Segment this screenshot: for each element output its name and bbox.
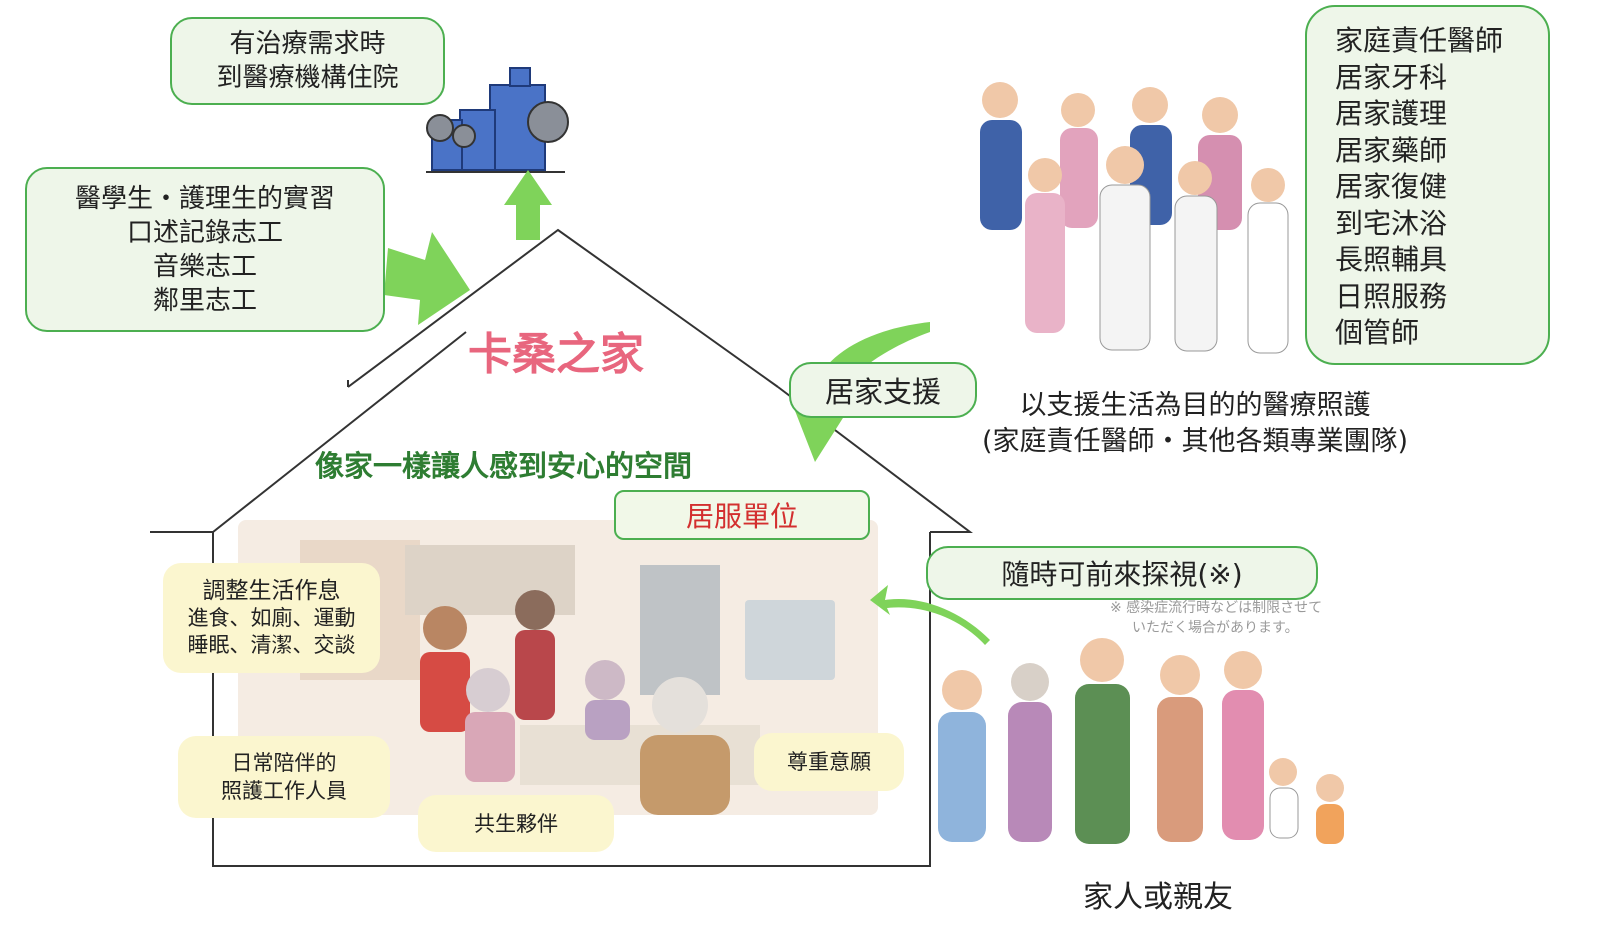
visit-note-line-2: いただく場合があります。 (1132, 620, 1299, 636)
hospital-admission-box: 有治療需求時 到醫療機構住院 (170, 17, 445, 105)
hospital-building-icon (426, 67, 569, 173)
respect-wishes-bubble: 尊重意願 (754, 733, 904, 791)
interior-illustration (238, 520, 878, 815)
volunteer-box: 醫學生・護理生的實習 口述記錄志工 音樂志工 鄰里志工 (25, 167, 385, 332)
visit-note-line-1: ※ 感染症流行時などは制限させて (1110, 600, 1323, 616)
medical-caption-line-2: (家庭責任醫師・其他各類專業團隊) (981, 426, 1409, 457)
hospital-line-2: 到醫療機構住院 (216, 63, 399, 93)
daily-routine-line-2: 進食、如廁、運動 (187, 605, 356, 630)
home-support-label: 居家支援 (789, 362, 977, 418)
hospital-line-1: 有治療需求時 (229, 29, 386, 59)
service-item: 日照服務 (1335, 279, 1448, 313)
service-item: 居家護理 (1335, 97, 1448, 130)
care-staff-line-1: 日常陪伴的 (231, 751, 337, 775)
visit-note: ※ 感染症流行時などは制限させて いただく場合があります。 (1110, 598, 1322, 638)
medical-care-caption: 以支援生活為目的的醫療照護 (家庭責任醫師・其他各類專業團隊) (955, 388, 1435, 460)
home-service-unit-label: 居服單位 (614, 490, 870, 540)
arrow-to-hospital (504, 170, 552, 240)
service-item: 居家藥師 (1335, 133, 1448, 167)
service-item: 居家牙科 (1335, 60, 1448, 94)
arrow-visit (870, 585, 990, 645)
visit-anytime-label: 隨時可前來探視(※) (926, 546, 1318, 600)
companions-bubble: 共生夥伴 (418, 795, 614, 852)
service-item: 居家復健 (1335, 170, 1448, 203)
care-staff-line-2: 照護工作人員 (221, 779, 347, 803)
service-item: 家庭責任醫師 (1335, 24, 1504, 57)
care-staff-bubble: 日常陪伴的 照護工作人員 (178, 736, 390, 818)
daily-routine-line-3: 睡眠、清潔、交談 (187, 632, 356, 657)
daily-routine-title: 調整生活作息 (202, 577, 341, 604)
arrow-volunteers-to-house (384, 232, 470, 325)
family-caption: 家人或親友 (1083, 880, 1233, 915)
arrow-home-support (790, 322, 930, 462)
medical-team-illustration (980, 82, 1289, 354)
house-subtitle: 像家一樣讓人感到安心的空間 (315, 449, 693, 483)
family-illustration (938, 638, 1344, 844)
volunteer-line-2: 口述記錄志工 (126, 217, 283, 248)
home-services-box: 家庭責任醫師 居家牙科 居家護理 居家藥師 居家復健 到宅沐浴 長照輔具 日照服… (1305, 5, 1550, 365)
house-outline (150, 228, 973, 867)
volunteer-line-3: 音樂志工 (152, 251, 257, 282)
medical-caption-line-1: 以支援生活為目的的醫療照護 (1019, 390, 1371, 421)
service-item: 到宅沐浴 (1335, 206, 1448, 240)
service-item: 長照輔具 (1335, 243, 1448, 276)
volunteer-line-1: 醫學生・護理生的實習 (74, 183, 335, 214)
volunteer-line-4: 鄰里志工 (152, 285, 257, 316)
service-item: 個管師 (1335, 316, 1420, 349)
house-title: 卡桑之家 (468, 329, 644, 380)
daily-routine-bubble: 調整生活作息 進食、如廁、運動 睡眠、清潔、交談 (163, 563, 380, 673)
